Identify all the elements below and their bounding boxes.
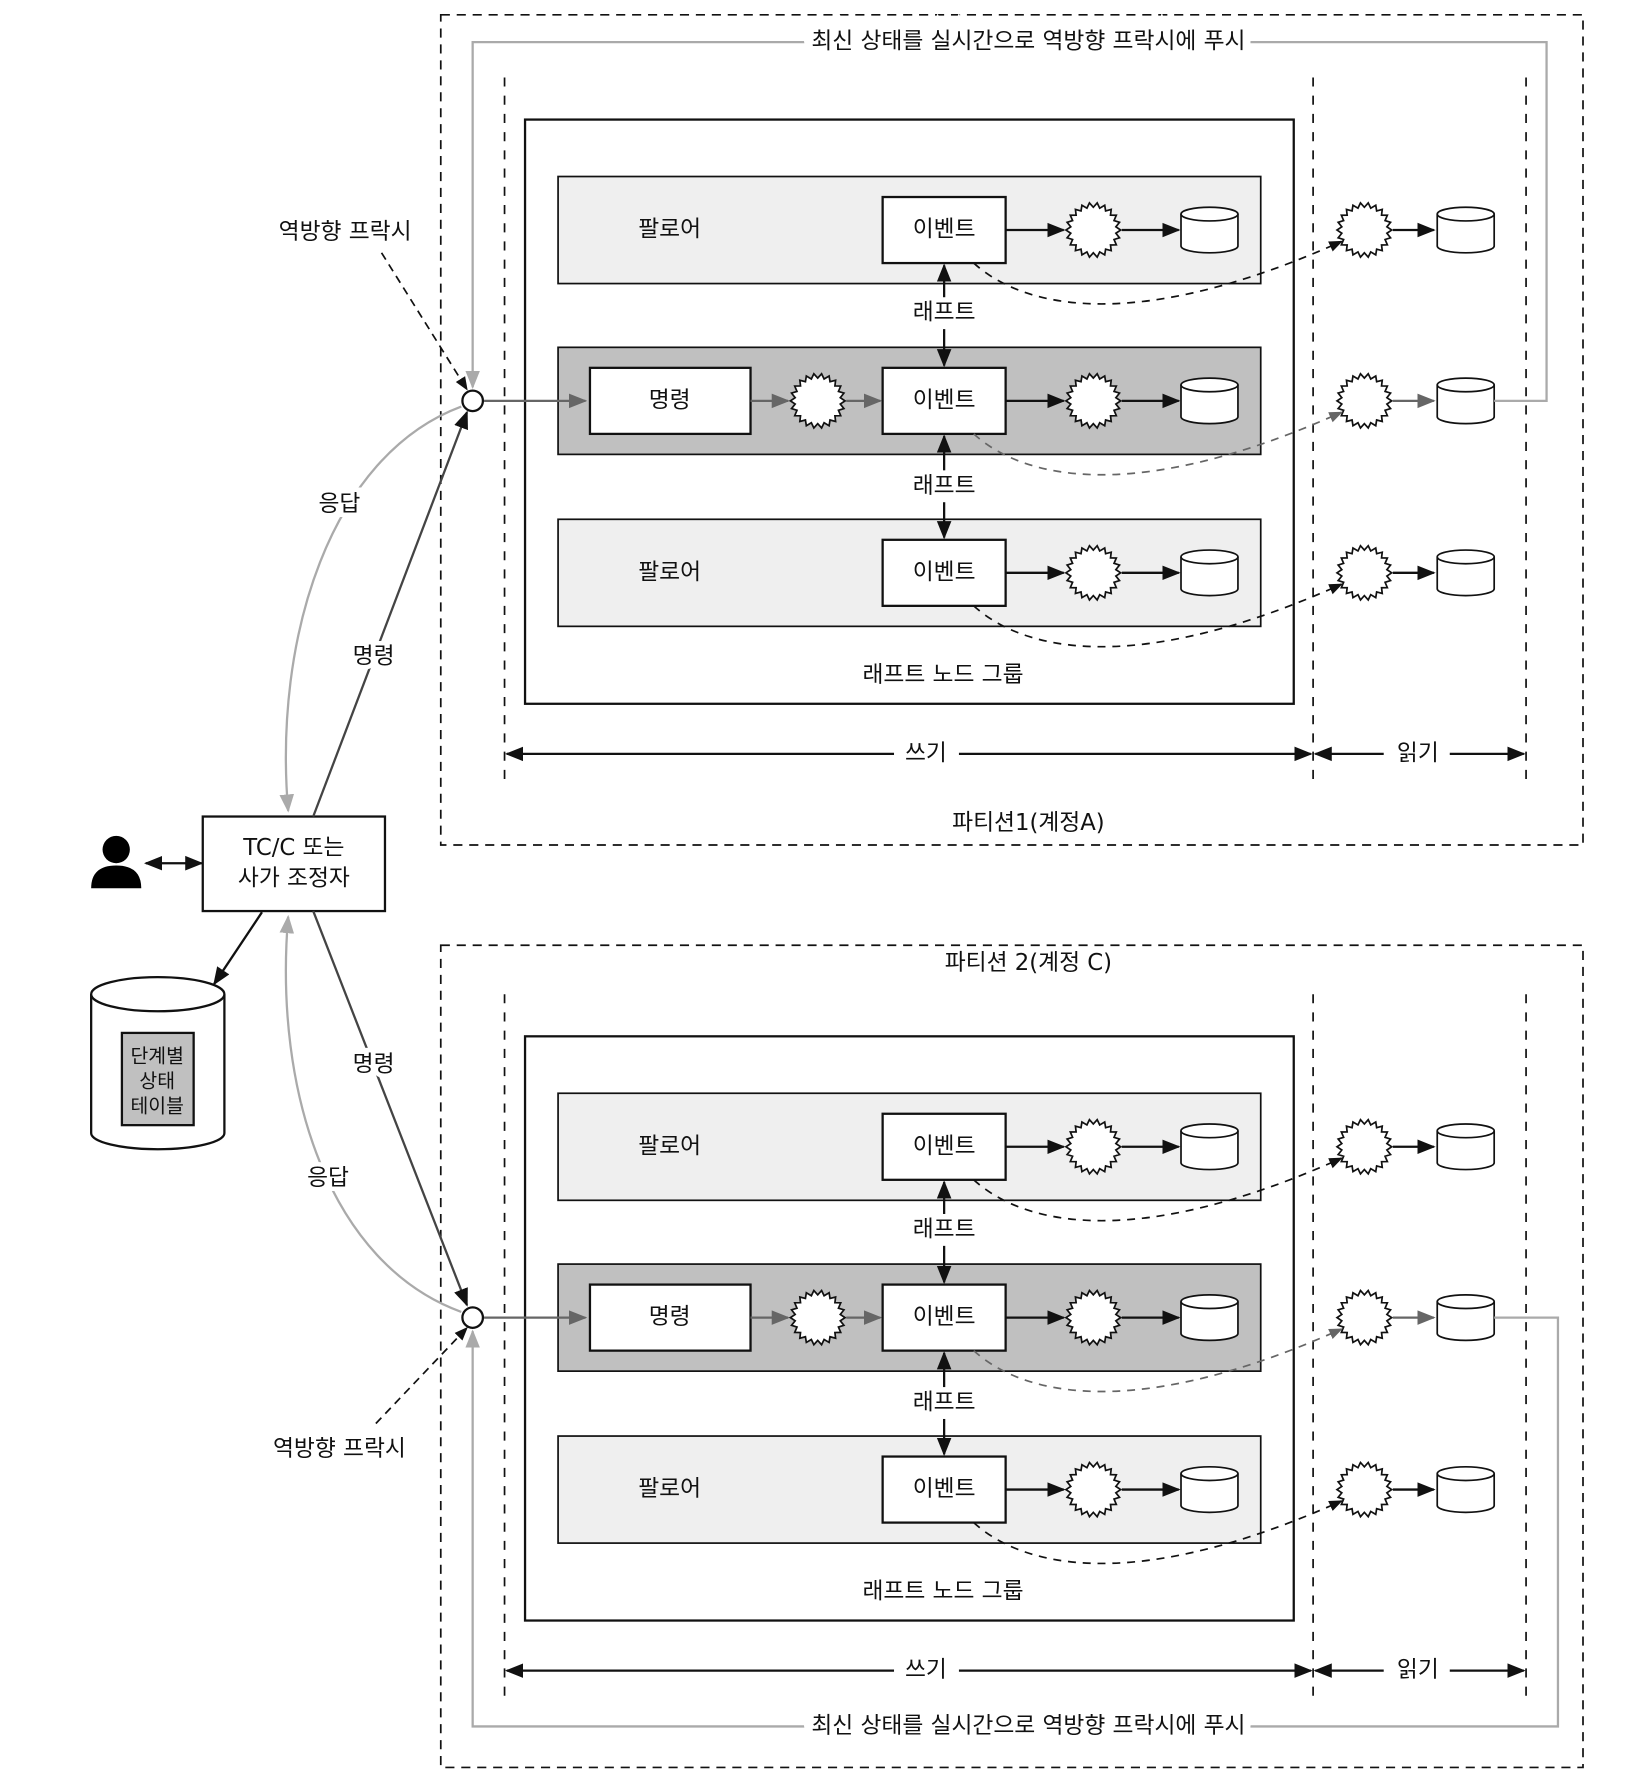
projection-curve xyxy=(973,1157,1343,1222)
projection-curve xyxy=(973,411,1343,476)
command-label: 명령 xyxy=(353,1051,395,1077)
state-table-label-1: 단계별 xyxy=(131,1044,184,1067)
read-stream-icon xyxy=(1335,201,1394,259)
push-label: 최신 상태를 실시간으로 역방향 프락시에 푸시 xyxy=(811,1713,1245,1739)
reverse-proxy-node[interactable] xyxy=(461,1306,485,1329)
read-store-icon xyxy=(1436,206,1496,254)
event-stream-icon xyxy=(1064,1118,1123,1176)
projection-curve xyxy=(973,240,1343,305)
event-box-label: 이벤트 xyxy=(913,1133,976,1159)
response-label: 응답 xyxy=(307,1165,349,1191)
partition-label: 파티션 2(계정 C) xyxy=(945,950,1112,976)
response-label: 응답 xyxy=(318,491,360,517)
leader-node[interactable]: 명령 이벤트 xyxy=(557,346,1262,456)
raft-label: 래프트 xyxy=(913,473,976,499)
event-stream-icon xyxy=(788,1288,847,1347)
reverse-proxy-pointer xyxy=(380,252,468,391)
read-stream-icon xyxy=(1335,544,1394,602)
coordinator-box[interactable]: TC/C 또는 사가 조정자 xyxy=(201,815,387,913)
event-stream-icon xyxy=(1064,1460,1123,1519)
event-box xyxy=(881,1112,1007,1181)
raft-label: 래프트 xyxy=(913,1390,976,1416)
push-line xyxy=(465,1316,1560,1728)
command-box-label: 명령 xyxy=(649,1304,691,1330)
raft-label: 래프트 xyxy=(913,300,976,326)
command-arrow xyxy=(312,410,469,817)
write-label: 쓰기 xyxy=(905,740,947,766)
projection-curve xyxy=(973,1500,1343,1565)
event-box-label: 이벤트 xyxy=(913,387,976,413)
state-table-database[interactable]: 단계별 상태 테이블 xyxy=(90,975,226,1151)
follower-node[interactable]: 팔로어 이벤트 xyxy=(557,1092,1262,1202)
partition-boundary xyxy=(439,944,1584,1769)
event-box-label: 이벤트 xyxy=(913,1304,976,1330)
response-arrow xyxy=(279,914,462,1313)
event-stream-icon xyxy=(1064,544,1123,602)
event-box-label: 이벤트 xyxy=(913,1476,976,1502)
write-label: 쓰기 xyxy=(905,1657,947,1683)
projection-curve xyxy=(973,583,1343,648)
event-store-icon xyxy=(1180,206,1239,254)
event-stream-icon xyxy=(1064,1288,1123,1347)
event-box-label: 이벤트 xyxy=(913,559,976,585)
raft-group-label: 래프트 노드 그룹 xyxy=(862,662,1023,688)
user-icon xyxy=(91,835,142,889)
follower-node[interactable]: 팔로어 이벤트 xyxy=(557,518,1262,628)
event-store-icon xyxy=(1180,1123,1239,1171)
event-store-icon xyxy=(1180,1293,1239,1342)
event-stream-icon xyxy=(788,372,847,430)
state-table-label-2: 상태 xyxy=(139,1069,175,1092)
state-table-label-3: 테이블 xyxy=(131,1094,184,1117)
partition-boundary xyxy=(439,13,1584,846)
event-box xyxy=(881,538,1007,607)
read-label: 읽기 xyxy=(1397,740,1439,766)
read-stream-icon xyxy=(1335,372,1394,430)
projection-curve xyxy=(973,1328,1343,1393)
event-box-label: 이벤트 xyxy=(913,217,976,243)
read-label: 읽기 xyxy=(1397,1657,1439,1683)
raft-group-label: 래프트 노드 그룹 xyxy=(862,1579,1023,1605)
response-arrow xyxy=(279,405,462,813)
read-store-icon xyxy=(1436,1293,1496,1342)
node-role-label: 팔로어 xyxy=(638,217,701,243)
read-store-icon xyxy=(1436,1123,1496,1171)
reverse-proxy-label: 역방향 프락시 xyxy=(279,219,412,245)
event-stream-icon xyxy=(1064,372,1123,430)
coordinator-label-line2: 사가 조정자 xyxy=(238,866,350,892)
read-store-icon xyxy=(1436,1465,1496,1514)
event-box xyxy=(881,366,1007,436)
reverse-proxy-node[interactable] xyxy=(461,389,485,413)
command-label: 명령 xyxy=(353,644,395,670)
read-stream-icon xyxy=(1335,1288,1394,1347)
node-role-label: 팔로어 xyxy=(638,559,701,585)
reverse-proxy-pointer xyxy=(375,1326,468,1425)
event-box xyxy=(881,1283,1007,1352)
node-role-label: 팔로어 xyxy=(638,1133,701,1159)
follower-node[interactable]: 팔로어 이벤트 xyxy=(557,175,1262,285)
push-label: 최신 상태를 실시간으로 역방향 프락시에 푸시 xyxy=(811,29,1245,55)
event-box xyxy=(881,195,1007,265)
leader-node[interactable]: 명령 이벤트 xyxy=(557,1263,1262,1372)
coordinator-db-arrow xyxy=(213,911,263,986)
push-line xyxy=(465,40,1548,403)
read-store-icon xyxy=(1436,377,1496,425)
event-store-icon xyxy=(1180,377,1239,425)
event-store-icon xyxy=(1180,549,1239,597)
command-box-label: 명령 xyxy=(649,387,691,413)
coordinator-label-line1: TC/C 또는 xyxy=(242,835,344,861)
reverse-proxy-label: 역방향 프락시 xyxy=(273,1436,406,1462)
raft-label: 래프트 xyxy=(913,1216,976,1242)
read-stream-icon xyxy=(1335,1460,1394,1519)
node-role-label: 팔로어 xyxy=(638,1476,701,1502)
read-store-icon xyxy=(1436,549,1496,597)
event-store-icon xyxy=(1180,1465,1239,1514)
follower-node[interactable]: 팔로어 이벤트 xyxy=(557,1435,1262,1544)
partition-label: 파티션1(계정A) xyxy=(952,810,1105,836)
read-stream-icon xyxy=(1335,1118,1394,1176)
event-stream-icon xyxy=(1064,201,1123,259)
command-arrow xyxy=(312,910,469,1307)
